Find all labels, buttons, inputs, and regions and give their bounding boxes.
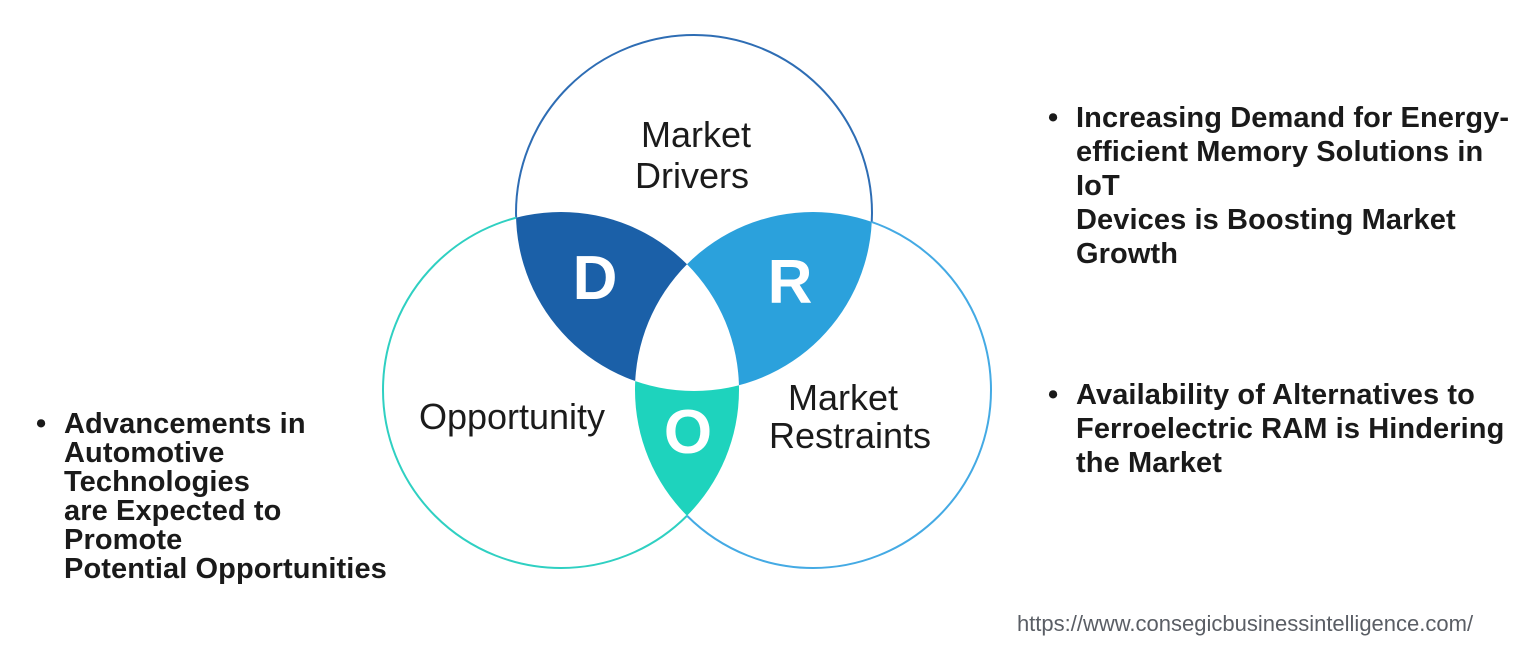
restraints-circle-outline <box>634 211 992 569</box>
bullet-marker: • <box>36 408 47 440</box>
drivers-circle-outline <box>515 34 873 392</box>
drivers-bullet-text: Increasing Demand for Energy- efficient … <box>1076 102 1510 270</box>
opportunity-label: Opportunity <box>419 396 605 437</box>
drivers-letter: D <box>573 244 618 313</box>
restraints-letter: R <box>768 248 813 317</box>
bullet-marker: • <box>1048 102 1059 134</box>
restraints-label-line1: Market <box>788 377 898 418</box>
drivers-label-line1: Market <box>641 114 751 155</box>
restraints-label-line2: Restraints <box>769 415 931 456</box>
opportunity-letter: O <box>664 398 712 467</box>
opportunity-bullet-item: • Advancements in Automotive Technologie… <box>30 410 390 584</box>
restraints-bullet-text: Availability of Alternatives to Ferroele… <box>1076 379 1505 479</box>
source-url: https://www.consegicbusinessintelligence… <box>1016 611 1474 636</box>
opportunity-circle-outline <box>382 211 740 569</box>
drivers-label-line2: Drivers <box>635 155 749 196</box>
drivers-bullet-item: • Increasing Demand for Energy- efficien… <box>1042 101 1512 271</box>
restraints-bullet-item: • Availability of Alternatives to Ferroe… <box>1042 378 1512 480</box>
opportunity-bullet-text: Advancements in Automotive Technologies … <box>64 408 387 585</box>
bullet-marker: • <box>1048 379 1059 411</box>
